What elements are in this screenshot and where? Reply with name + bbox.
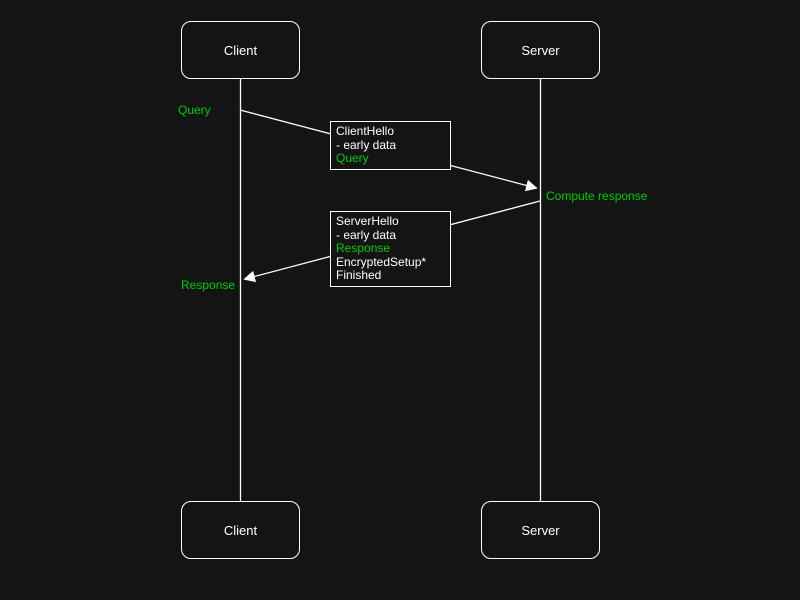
actor-client-top-label: Client <box>223 42 258 58</box>
message-line: EncryptedSetup* <box>336 254 427 269</box>
message-line: Finished <box>336 268 382 282</box>
message-line: ServerHello <box>336 214 399 228</box>
compute-response-label: Compute response <box>546 189 648 203</box>
actor-server-top-label: Server <box>521 42 560 58</box>
actor-server-bottom: Server <box>481 501 600 559</box>
message-line: Response <box>336 241 391 255</box>
message-line: Query <box>336 151 369 165</box>
response-label: Response <box>181 278 236 292</box>
actor-client-bottom: Client <box>181 501 300 559</box>
query-label: Query <box>178 103 211 117</box>
actor-server-top: Server <box>481 21 600 79</box>
server-hello-message-box: ServerHello - early data Response Encryp… <box>330 211 451 287</box>
message-line: - early data <box>336 137 397 152</box>
message-line: - early data <box>336 227 397 242</box>
actor-server-bottom-label: Server <box>521 522 560 538</box>
message-line: ClientHello <box>336 124 395 138</box>
actor-client-bottom-label: Client <box>223 522 258 538</box>
client-hello-message-box: ClientHello - early data Query <box>330 121 451 170</box>
actor-client-top: Client <box>181 21 300 79</box>
